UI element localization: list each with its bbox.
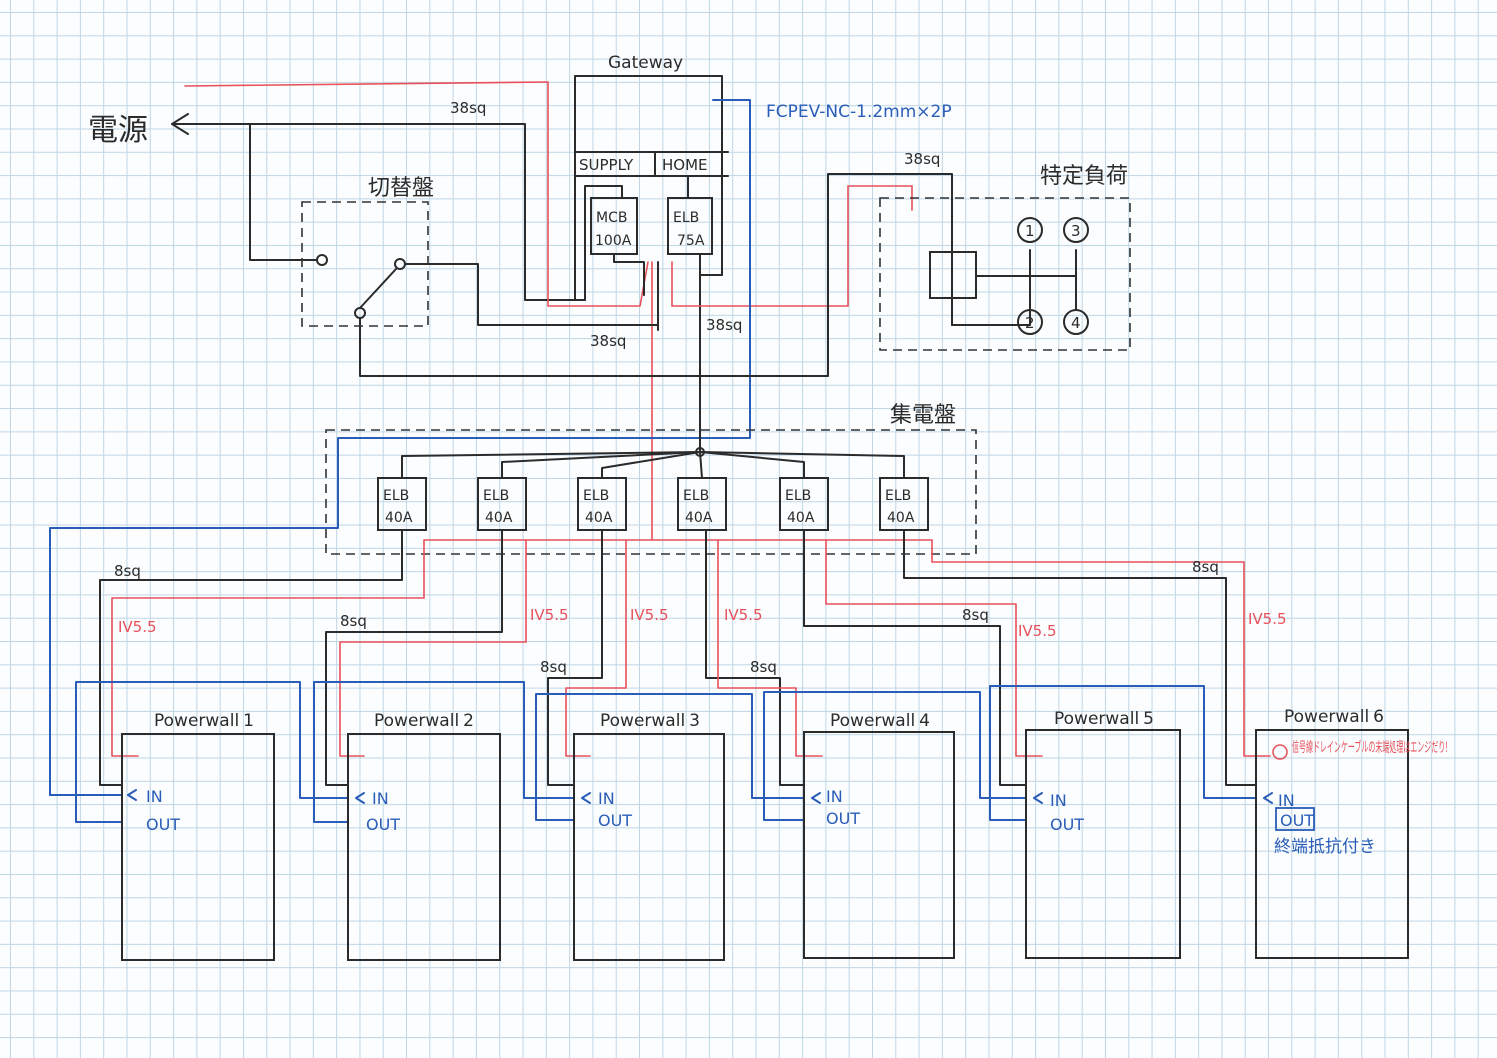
svg-text:40A: 40A: [787, 510, 815, 526]
wire-8sq-label-1: 8sq: [114, 562, 141, 580]
elb-main-breaker: [667, 197, 713, 255]
mcb-label: MCB: [596, 210, 627, 226]
elb-main-label: ELB: [673, 210, 699, 226]
svg-text:3: 3: [1071, 222, 1081, 240]
wire-iv-label-6: IV5.5: [1248, 610, 1287, 628]
wire-iv-label-1: IV5.5: [118, 618, 157, 636]
wire-38sq-label-sw: 38sq: [590, 332, 626, 350]
svg-text:40A: 40A: [685, 510, 713, 526]
svg-text:OUT: OUT: [598, 811, 632, 830]
svg-text:4: 4: [1071, 314, 1081, 332]
wire-iv-label-4: IV5.5: [724, 606, 763, 624]
svg-text:1: 1: [1025, 222, 1035, 240]
svg-text:IN: IN: [598, 789, 615, 808]
svg-text:OUT: OUT: [1280, 811, 1314, 830]
collection-panel-label: 集電盤: [890, 403, 956, 428]
drain-note: 信号線ドレインケーブルの末端処理はエンジだり!: [1292, 739, 1448, 756]
elb-main-rating: 75A: [677, 233, 705, 249]
out-terminal-box: [1275, 807, 1315, 831]
wire-iv-label-2: IV5.5: [530, 606, 569, 624]
svg-text:ELB: ELB: [483, 488, 509, 504]
svg-text:40A: 40A: [485, 510, 513, 526]
breaker-3: ELB 40A: [577, 477, 627, 531]
svg-text:IN: IN: [146, 787, 163, 806]
svg-text:ELB: ELB: [885, 488, 911, 504]
signal-cable-main: [49, 99, 751, 796]
power-source-label: 電源: [88, 113, 148, 148]
wire-iv-label-5: IV5.5: [1018, 622, 1057, 640]
collection-panel-enclosure: [325, 429, 977, 555]
supply-label: SUPPLY: [579, 156, 634, 174]
specific-load-label: 特定負荷: [1040, 164, 1128, 189]
wire-38sq-label-load: 38sq: [904, 150, 940, 168]
svg-text:40A: 40A: [385, 510, 413, 526]
home-label: HOME: [662, 156, 708, 174]
svg-text:OUT: OUT: [366, 815, 400, 834]
mcb-rating: 100A: [595, 233, 632, 249]
wire-8sq-label-4: 8sq: [750, 658, 777, 676]
svg-text:40A: 40A: [887, 510, 915, 526]
breaker-2: ELB 40A: [477, 477, 527, 531]
breaker-4: ELB 40A: [677, 477, 727, 531]
svg-text:ELB: ELB: [383, 488, 409, 504]
specific-load-enclosure: [879, 197, 1131, 351]
svg-text:IN: IN: [1278, 791, 1295, 810]
svg-text:IN: IN: [372, 789, 389, 808]
wire-38sq-label-top: 38sq: [450, 99, 486, 117]
wire-8sq-label-2: 8sq: [340, 612, 367, 630]
breaker-1: ELB 40A: [377, 477, 427, 531]
signal-cable-label: FCPEV-NC-1.2mm×2P: [766, 102, 952, 122]
gateway-label: Gateway: [608, 53, 683, 73]
svg-text:ELB: ELB: [583, 488, 609, 504]
breaker-6: ELB 40A: [879, 477, 929, 531]
load-circuit-3: 3: [1063, 217, 1089, 243]
switchboard-label: 切替盤: [368, 176, 434, 201]
wire-8sq-label-5: 8sq: [962, 606, 989, 624]
warning-mark-icon: [1272, 744, 1288, 760]
svg-text:40A: 40A: [585, 510, 613, 526]
svg-text:IN: IN: [826, 787, 843, 806]
wire-8sq-label-3: 8sq: [540, 658, 567, 676]
breaker-5: ELB 40A: [779, 477, 829, 531]
load-circuit-4: 4: [1063, 309, 1089, 335]
svg-text:ELB: ELB: [785, 488, 811, 504]
svg-text:2: 2: [1025, 314, 1035, 332]
wire-iv-label-3: IV5.5: [630, 606, 669, 624]
load-circuit-1: 1: [1017, 217, 1043, 243]
wire-38sq-label-home: 38sq: [706, 316, 742, 334]
svg-text:OUT: OUT: [1050, 815, 1084, 834]
wire-8sq-label-6: 8sq: [1192, 558, 1219, 576]
svg-text:ELB: ELB: [683, 488, 709, 504]
svg-text:OUT: OUT: [146, 815, 180, 834]
svg-text:OUT: OUT: [826, 809, 860, 828]
svg-text:IN: IN: [1050, 791, 1067, 810]
load-circuit-2: 2: [1017, 309, 1043, 335]
terminator-note: 終端抵抗付き: [1274, 837, 1376, 857]
